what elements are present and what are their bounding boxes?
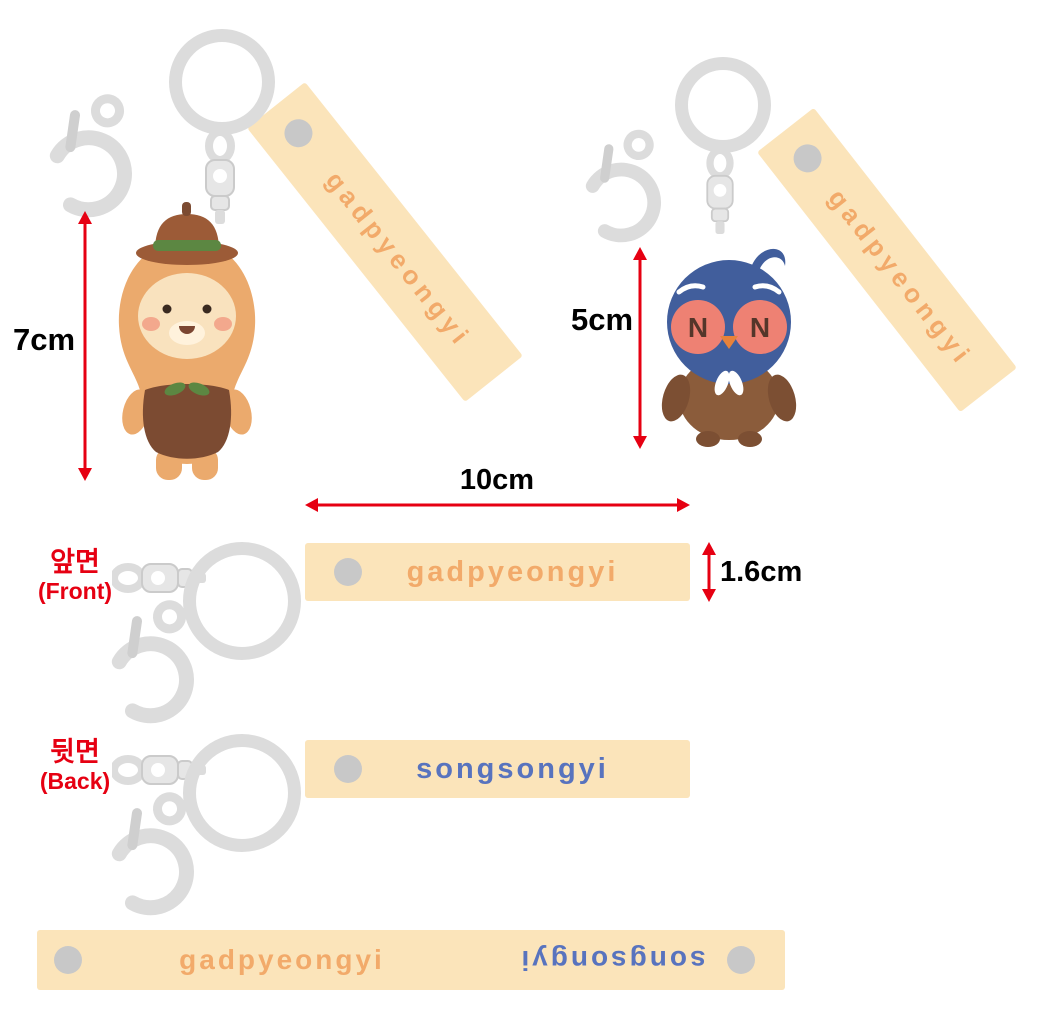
keyring-icon bbox=[169, 29, 275, 135]
grommet-icon bbox=[727, 946, 755, 974]
closed-eye-glyph: N bbox=[750, 312, 770, 343]
grommet-icon bbox=[334, 755, 362, 783]
front-label-ko: 앞면 bbox=[50, 547, 100, 577]
lobster-clasp-icon bbox=[111, 600, 194, 724]
height-label-7cm: 7cm bbox=[12, 322, 76, 357]
strap-text-front: gadpyeongyi bbox=[179, 944, 385, 975]
strap-text: gadpyeongyi bbox=[406, 555, 619, 588]
height-arrow-7cm-icon bbox=[78, 211, 92, 481]
swivel-clasp-icon bbox=[706, 148, 734, 234]
lobster-clasp-icon bbox=[49, 94, 132, 218]
closed-eye-glyph: N bbox=[688, 312, 708, 343]
back-label-en: (Back) bbox=[39, 768, 111, 795]
strap-text: gadpyeongyi bbox=[320, 165, 478, 353]
strap-back-view: songsongyi bbox=[305, 740, 690, 798]
back-label-ko: 뒷면 bbox=[50, 737, 100, 767]
lobster-clasp-icon bbox=[585, 129, 661, 243]
back-view-label: 뒷면 (Back) bbox=[10, 737, 140, 794]
strap-text: songsongyi bbox=[416, 752, 609, 785]
width-arrow-10cm-icon bbox=[305, 498, 690, 512]
strap-front-view: gadpyeongyi bbox=[305, 543, 690, 601]
strap-text: gadpyeongyi bbox=[822, 182, 980, 372]
gadpyeongyi-figure bbox=[118, 202, 256, 480]
thickness-label-16cm: 1.6cm bbox=[720, 556, 803, 588]
thickness-arrow-16cm-icon bbox=[702, 542, 716, 602]
strap-flat-unfolded: gadpyeongyi songsongyi bbox=[37, 930, 785, 990]
grommet-icon bbox=[54, 946, 82, 974]
strap-text-back-upside-down: songsongyi bbox=[518, 945, 706, 976]
grommet-icon bbox=[334, 558, 362, 586]
swivel-clasp-icon bbox=[205, 130, 235, 224]
keyring-icon bbox=[675, 57, 771, 153]
lobster-clasp-icon bbox=[111, 792, 194, 916]
height-arrow-5cm-icon bbox=[633, 247, 647, 449]
width-label-10cm: 10cm bbox=[459, 464, 535, 496]
strap-left-diagonal: gadpyeongyi bbox=[247, 82, 523, 402]
front-view-label: 앞면 (Front) bbox=[10, 547, 140, 604]
songsongyi-figure: N N bbox=[661, 248, 797, 447]
height-label-5cm: 5cm bbox=[570, 302, 634, 337]
front-label-en: (Front) bbox=[37, 578, 113, 605]
